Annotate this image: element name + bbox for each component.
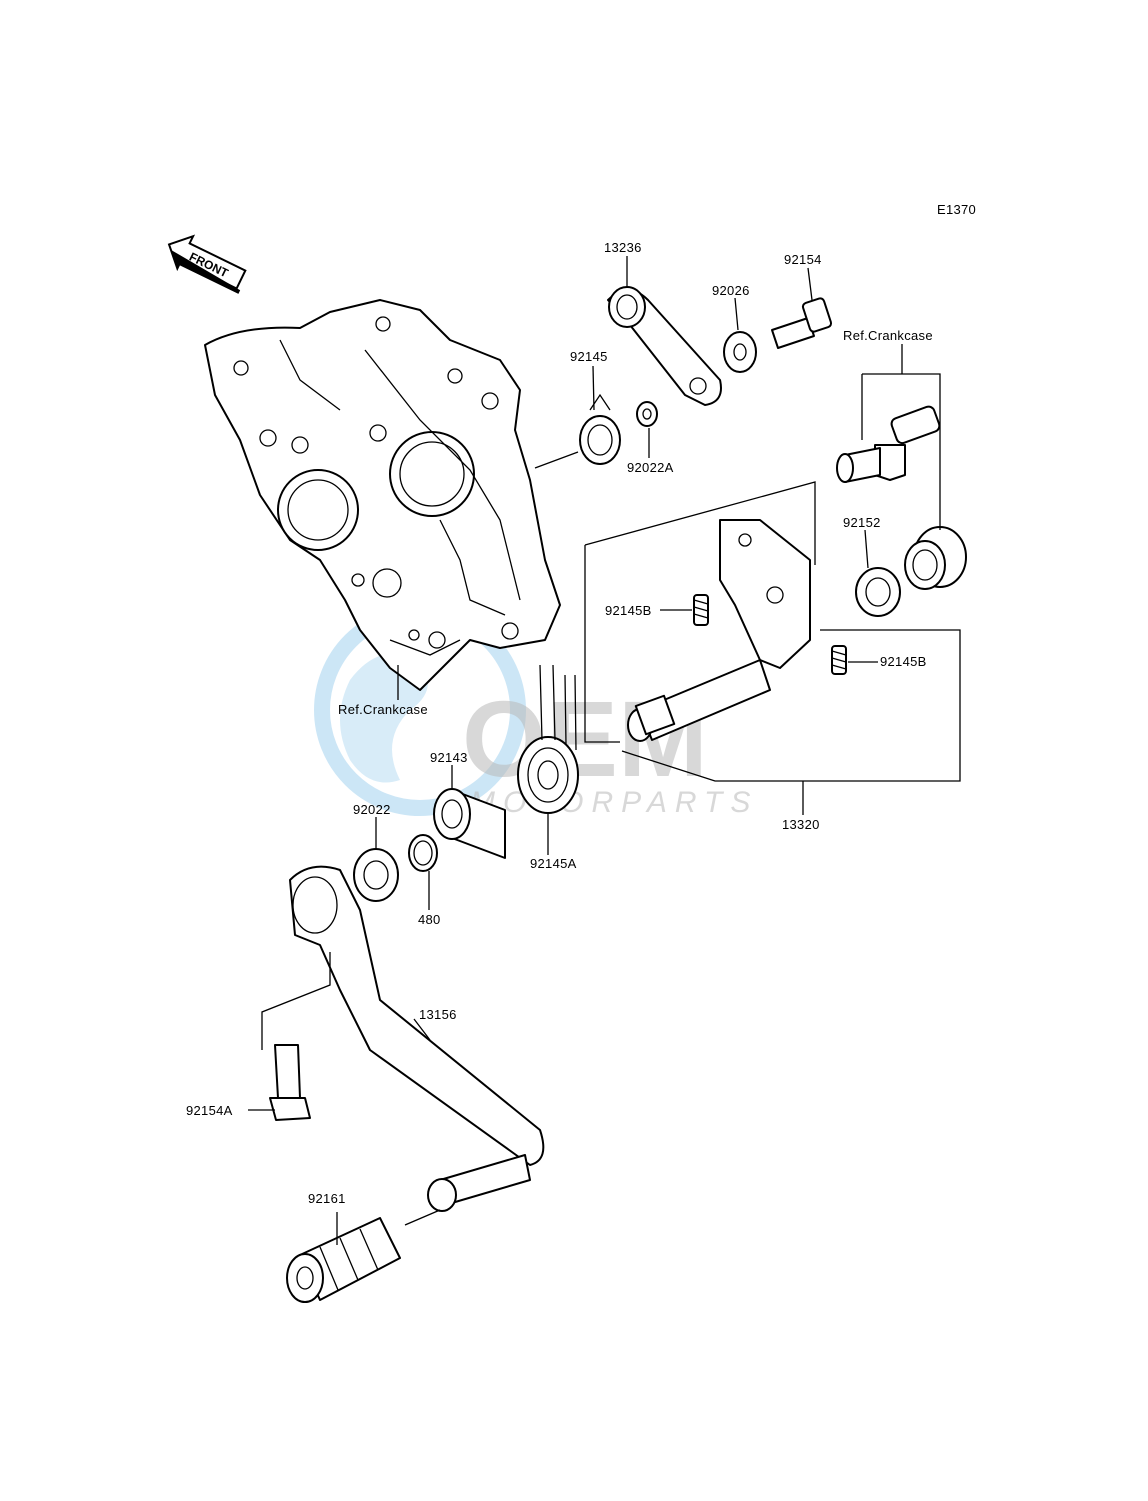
washer-92022: [353, 848, 399, 902]
label-92022a: 92022A: [627, 460, 674, 475]
label-92145a: 92145A: [530, 856, 577, 871]
diagram-code: E1370: [937, 202, 976, 217]
bolt-92154a: [269, 1044, 311, 1121]
label-92145: 92145: [570, 349, 608, 364]
label-ref-crankcase-left: Ref.Crankcase: [338, 702, 428, 717]
label-92026: 92026: [712, 283, 750, 298]
leader-lines: [248, 256, 961, 1245]
washer-92022a: [636, 401, 658, 427]
shift-pedal: [289, 865, 545, 1212]
oil-seal-92152: [855, 567, 901, 617]
crankcase-stud: [836, 405, 941, 483]
bolt-92154: [771, 297, 833, 349]
washer-92026: [723, 331, 757, 373]
label-ref-crankcase-top: Ref.Crankcase: [843, 328, 933, 343]
circlip-480: [408, 834, 438, 872]
bearing: [904, 526, 967, 590]
label-13156: 13156: [419, 1007, 457, 1022]
label-92143: 92143: [430, 750, 468, 765]
spring-92145b-left: [693, 594, 709, 626]
label-480: 480: [418, 912, 441, 927]
spring-92145b-right: [831, 645, 847, 675]
part-labels: 13236 92154 92026 92145 92022A Ref.Crank…: [186, 240, 933, 1206]
label-92154: 92154: [784, 252, 822, 267]
label-13236: 13236: [604, 240, 642, 255]
label-92154a: 92154A: [186, 1103, 233, 1118]
crankcase-housing: [204, 299, 561, 691]
label-92145b-left: 92145B: [605, 603, 652, 618]
watermark-sub: MOTORPARTS: [470, 786, 758, 819]
pedal-rubber-92161: [286, 1217, 401, 1303]
label-92022: 92022: [353, 802, 391, 817]
label-92161: 92161: [308, 1191, 346, 1206]
shift-shaft: [627, 519, 811, 742]
shift-arm: [607, 286, 722, 406]
front-arrow-icon: FRONT: [167, 234, 247, 294]
label-92145b-right: 92145B: [880, 654, 927, 669]
spring-92145: [579, 393, 621, 465]
label-13320: 13320: [782, 817, 820, 832]
collar-92143: [433, 788, 506, 859]
label-92152: 92152: [843, 515, 881, 530]
